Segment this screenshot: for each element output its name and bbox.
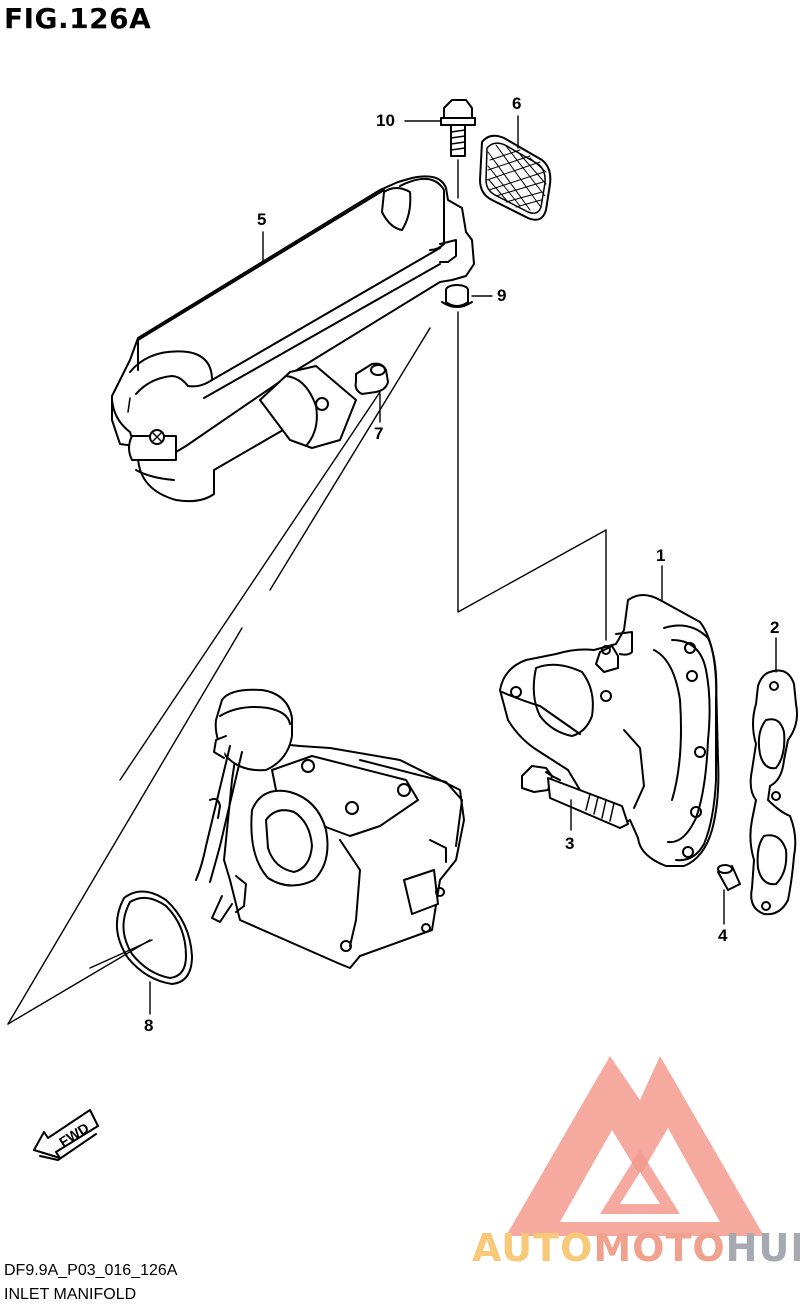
watermark-text: AUTOMOTOHUB (472, 1226, 800, 1270)
part-9-grommet (441, 284, 473, 308)
callout-5: 5 (257, 210, 267, 229)
figure-code: DF9.9A_P03_016_126A (4, 1262, 178, 1279)
part-3-bolt (521, 765, 629, 829)
callout-8: 8 (144, 1016, 154, 1035)
callout-10: 10 (376, 111, 395, 130)
part-7-collar (354, 362, 389, 395)
callout-9: 9 (497, 286, 507, 305)
leader-lines (7, 115, 777, 1025)
part-4-dowel-pin (717, 864, 741, 891)
watermark-hub: HUB (725, 1226, 800, 1270)
callout-4: 4 (718, 926, 728, 945)
callout-6: 6 (512, 94, 522, 113)
fwd-arrow-icon: FWD (33, 1109, 99, 1161)
part-5-intake-silencer (111, 175, 475, 503)
carburetor-assembly (195, 688, 465, 969)
figure-name: INLET MANIFOLD (4, 1286, 137, 1303)
part-6-screen (479, 134, 552, 221)
callout-7: 7 (374, 424, 384, 443)
callout-1: 1 (656, 546, 666, 565)
figure-title: FIG.126A (4, 2, 152, 35)
watermark-moto: MOTO (593, 1226, 726, 1270)
callout-2: 2 (770, 618, 780, 637)
part-1-inlet-manifold (499, 594, 720, 867)
watermark-logo-icon (506, 1056, 764, 1236)
part-2-gasket (749, 669, 798, 916)
part-8-o-ring (115, 890, 193, 985)
part-10-bolt (440, 99, 476, 157)
watermark-auto: AUTO (472, 1226, 594, 1270)
callout-3: 3 (565, 834, 575, 853)
